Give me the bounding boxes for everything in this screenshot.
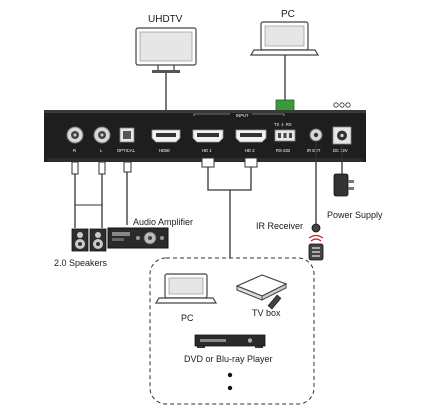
hdmi-input-cables xyxy=(207,167,252,191)
port-label-tx-rx: TX ⏚ RX xyxy=(274,122,292,127)
port-label-hdmi: HDMI xyxy=(159,148,170,153)
sources-group-frame xyxy=(149,257,315,405)
dvd-player-label: DVD or Blu-ray Player xyxy=(184,354,273,364)
optical-port xyxy=(119,127,135,143)
ir-ext-port xyxy=(309,128,323,142)
hdmi-input-port-1 xyxy=(192,129,224,143)
audio-amplifier: Audio Amplifier xyxy=(107,217,193,249)
tv-box-label: TV box xyxy=(252,308,281,318)
port-label-hd1: HD 1 xyxy=(202,148,212,153)
polarity-symbol xyxy=(333,102,351,108)
power-supply-label: Power Supply xyxy=(327,210,383,220)
pc-source-label: PC xyxy=(181,313,194,323)
rs232-port xyxy=(274,129,296,142)
pc-top-device: PC xyxy=(249,9,320,56)
ir-remote-icon xyxy=(308,234,324,261)
uhdtv-device: UHDTV xyxy=(135,14,197,73)
pc-top-label: PC xyxy=(281,9,295,20)
port-label-l: L xyxy=(100,148,103,153)
audio-amplifier-label: Audio Amplifier xyxy=(133,217,193,227)
more-sources-dot-1 xyxy=(227,372,233,378)
dc-power-port xyxy=(332,126,352,145)
rca-plugs xyxy=(71,161,132,175)
hdmi-input-port-2 xyxy=(235,129,267,143)
power-adapter: Power Supply xyxy=(327,173,383,220)
port-label-dc12v: DC 12V xyxy=(333,148,348,153)
ir-receiver: IR Receiver xyxy=(256,221,321,233)
matrix-device: R L OPTICAL HDMI INPUT HD 1 xyxy=(44,110,366,162)
more-sources-dot-2 xyxy=(227,385,233,391)
uhdtv-label: UHDTV xyxy=(148,14,183,25)
port-label-optical: OPTICAL xyxy=(117,148,136,153)
port-label-hd2: HD 2 xyxy=(245,148,255,153)
port-label-ir-ext: IR EXT xyxy=(307,148,321,153)
speakers-label: 2.0 Speakers xyxy=(54,258,108,268)
pc-source-device: PC xyxy=(154,273,218,323)
dvd-player-device: DVD or Blu-ray Player xyxy=(184,334,273,364)
speakers: 2.0 Speakers xyxy=(54,228,108,268)
hdmi-output-port xyxy=(151,129,181,143)
rca-port-l xyxy=(93,126,111,144)
rca-port-r xyxy=(66,126,84,144)
tv-box-device: TV box xyxy=(235,274,288,318)
port-label-rs232: RS-232 xyxy=(276,148,291,153)
ir-receiver-label: IR Receiver xyxy=(256,221,303,231)
input-group-label: INPUT xyxy=(236,113,249,118)
port-label-r: R xyxy=(73,148,76,153)
